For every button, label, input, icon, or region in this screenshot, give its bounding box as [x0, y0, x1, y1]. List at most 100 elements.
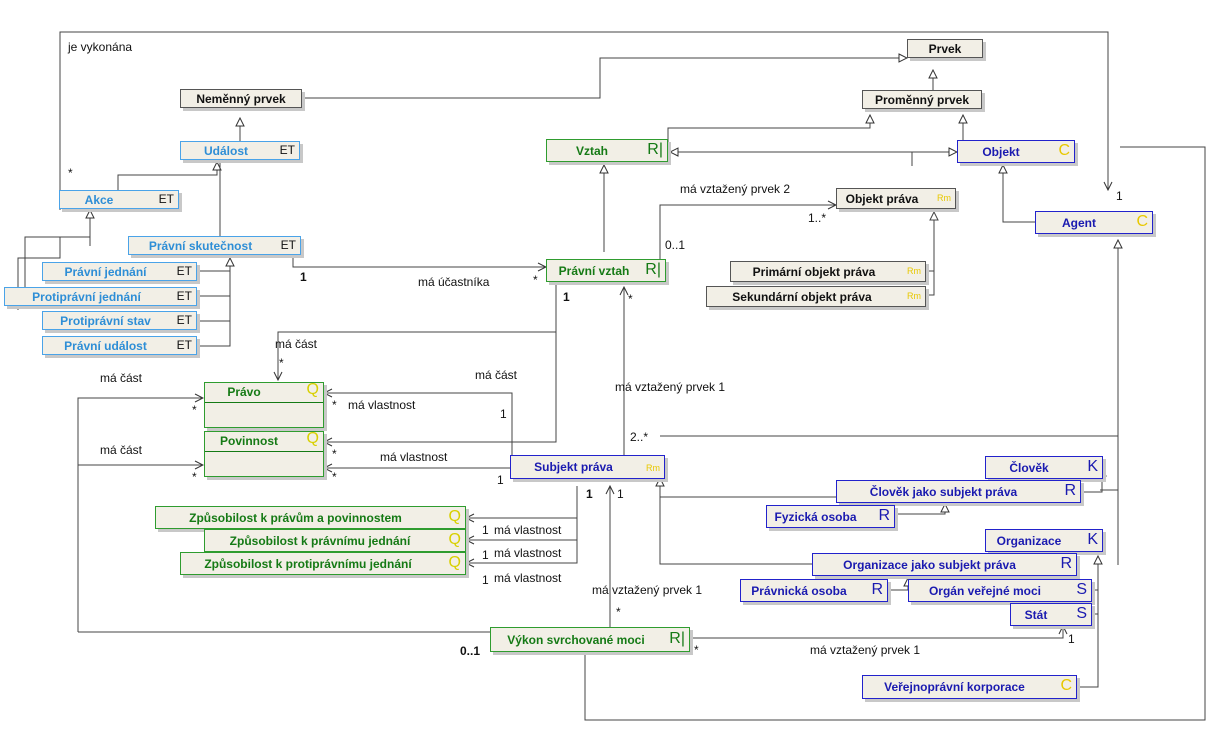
multiplicity-two-many: 2..* — [630, 430, 649, 444]
class-name: Proměnný prvek — [874, 93, 970, 107]
multiplicity-one-many: 1..* — [808, 211, 827, 225]
class-pravni-vztah[interactable]: Právní vztah R| — [546, 259, 666, 282]
multiplicity-star: * — [533, 273, 538, 287]
class-primarni-objekt-prava[interactable]: Primární objekt práva Rm — [730, 261, 926, 282]
multiplicity-zero-one: 0..1 — [665, 238, 686, 252]
class-prvek[interactable]: Prvek — [907, 39, 983, 58]
label-ma-vztazeny-prvek-2: má vztažený prvek 2 — [680, 182, 791, 196]
class-name: Orgán veřejné moci — [928, 584, 1042, 598]
stereotype-rm: Rm — [907, 266, 921, 276]
class-agent[interactable]: Agent C — [1035, 211, 1153, 234]
class-name: Povinnost — [219, 434, 278, 448]
stereotype-et: ET — [176, 313, 192, 327]
class-pravni-jednani[interactable]: Právní jednání ET — [42, 262, 197, 281]
stereotype-r: R — [1060, 555, 1072, 572]
class-name: Akce — [84, 193, 114, 207]
class-stat[interactable]: Stát S — [1010, 603, 1092, 626]
class-pravni-skutecnost[interactable]: Právní skutečnost ET — [128, 236, 301, 255]
class-name: Člověk — [1009, 461, 1049, 475]
class-name: Objekt — [982, 145, 1020, 159]
multiplicity-one: 1 — [482, 548, 489, 562]
stereotype-c: C — [1058, 142, 1070, 159]
class-name: Člověk jako subjekt práva — [869, 485, 1018, 499]
class-name: Prvek — [928, 42, 962, 56]
multiplicity-star: * — [332, 398, 337, 412]
multiplicity-one: 1 — [1068, 632, 1075, 646]
class-name: Agent — [1062, 216, 1096, 230]
multiplicity-star: * — [332, 470, 337, 484]
class-organizace-jako-subjekt-prava[interactable]: Organizace jako subjekt práva R — [812, 553, 1077, 576]
class-zpusobilost-k-pravnimu-jednani[interactable]: Způsobilost k právnímu jednání Q — [204, 529, 466, 552]
multiplicity-one: 1 — [300, 270, 307, 284]
stereotype-et: ET — [279, 143, 295, 157]
class-clovek-jako-subjekt-prava[interactable]: Člověk jako subjekt práva R — [836, 480, 1081, 503]
class-nemenny-prvek[interactable]: Neměnný prvek — [180, 89, 302, 108]
multiplicity-one: 1 — [500, 407, 507, 421]
class-akce[interactable]: Akce ET — [59, 190, 179, 209]
class-name: Subjekt práva — [534, 460, 613, 474]
multiplicity-one: 1 — [482, 573, 489, 587]
class-name: Způsobilost k právnímu jednání — [229, 534, 411, 548]
class-name: Právní jednání — [64, 265, 147, 279]
stereotype-rm: Rm — [646, 463, 660, 473]
class-name: Právní událost — [64, 339, 147, 353]
stereotype-rl: R| — [669, 630, 685, 647]
multiplicity-star: * — [332, 447, 337, 461]
multiplicity-one: 1 — [482, 523, 489, 537]
class-organizace[interactable]: Organizace K — [985, 529, 1103, 552]
class-objekt[interactable]: Objekt C — [957, 140, 1075, 163]
label-ma-ucastnika: má účastníka — [418, 275, 490, 289]
stereotype-s: S — [1076, 581, 1087, 598]
label-ma-cast: má část — [275, 337, 318, 351]
label-ma-vztazeny-prvek-1: má vztažený prvek 1 — [810, 643, 921, 657]
class-name: Veřejnoprávní korporace — [884, 680, 1025, 694]
class-organ-verejne-moci[interactable]: Orgán veřejné moci S — [908, 579, 1092, 602]
class-sekundarni-objekt-prava[interactable]: Sekundární objekt práva Rm — [706, 286, 926, 307]
multiplicity-star: * — [616, 605, 621, 619]
stereotype-k: K — [1087, 531, 1098, 548]
class-objekt-prava[interactable]: Objekt práva Rm — [836, 188, 956, 209]
stereotype-r: R — [878, 507, 890, 524]
class-zpusobilost-k-pravum-a-povinnostem[interactable]: Způsobilost k právům a povinnostem Q — [155, 506, 466, 529]
stereotype-et: ET — [176, 338, 192, 352]
class-vykon-svrchovane-moci[interactable]: Výkon svrchované moci R| — [490, 627, 690, 652]
class-pravo[interactable]: Právo Q — [204, 382, 324, 428]
class-name: Způsobilost k protiprávnímu jednání — [204, 557, 412, 571]
label-ma-cast: má část — [475, 368, 518, 382]
class-pravni-udalost[interactable]: Právní událost ET — [42, 336, 197, 355]
multiplicity-one: 1 — [1116, 189, 1123, 203]
class-protipravni-jednani[interactable]: Protiprávní jednání ET — [4, 287, 197, 306]
stereotype-rm: Rm — [907, 291, 921, 301]
class-promenny-prvek[interactable]: Proměnný prvek — [862, 90, 982, 109]
multiplicity-star: * — [279, 356, 284, 370]
class-name: Stát — [1024, 608, 1048, 622]
class-name: Objekt práva — [845, 192, 919, 206]
class-name: Způsobilost k právům a povinnostem — [189, 511, 402, 525]
class-clovek[interactable]: Člověk K — [985, 456, 1103, 479]
class-pravnicka-osoba[interactable]: Právnická osoba R — [740, 579, 888, 602]
label-ma-vztazeny-prvek-1: má vztažený prvek 1 — [592, 583, 703, 597]
label-ma-vlastnost: má vlastnost — [494, 546, 562, 560]
multiplicity-star: * — [192, 470, 197, 484]
class-vztah[interactable]: Vztah R| — [546, 139, 668, 162]
multiplicity-star: * — [694, 643, 699, 657]
class-name: Právo — [227, 385, 261, 399]
class-name: Protiprávní stav — [60, 314, 151, 328]
class-povinnost[interactable]: Povinnost Q — [204, 431, 324, 477]
class-zpusobilost-k-protipravnimu-jednani[interactable]: Způsobilost k protiprávnímu jednání Q — [180, 552, 466, 575]
class-name: Fyzická osoba — [774, 510, 857, 524]
class-name: Organizace — [996, 534, 1062, 548]
class-udalost[interactable]: Událost ET — [180, 141, 300, 160]
class-name: Sekundární objekt práva — [732, 290, 872, 304]
class-name: Výkon svrchované moci — [507, 633, 645, 647]
multiplicity-one: 1 — [497, 473, 504, 487]
stereotype-r: R — [871, 581, 883, 598]
class-fyzicka-osoba[interactable]: Fyzická osoba R — [766, 505, 895, 528]
class-subjekt-prava[interactable]: Subjekt práva Rm — [510, 455, 665, 479]
class-name: Primární objekt práva — [752, 265, 876, 279]
class-protipravni-stav[interactable]: Protiprávní stav ET — [42, 311, 197, 330]
class-verejnopravni-korporace[interactable]: Veřejnoprávní korporace C — [862, 675, 1077, 699]
multiplicity-star: * — [628, 292, 633, 306]
stereotype-et: ET — [158, 192, 174, 206]
